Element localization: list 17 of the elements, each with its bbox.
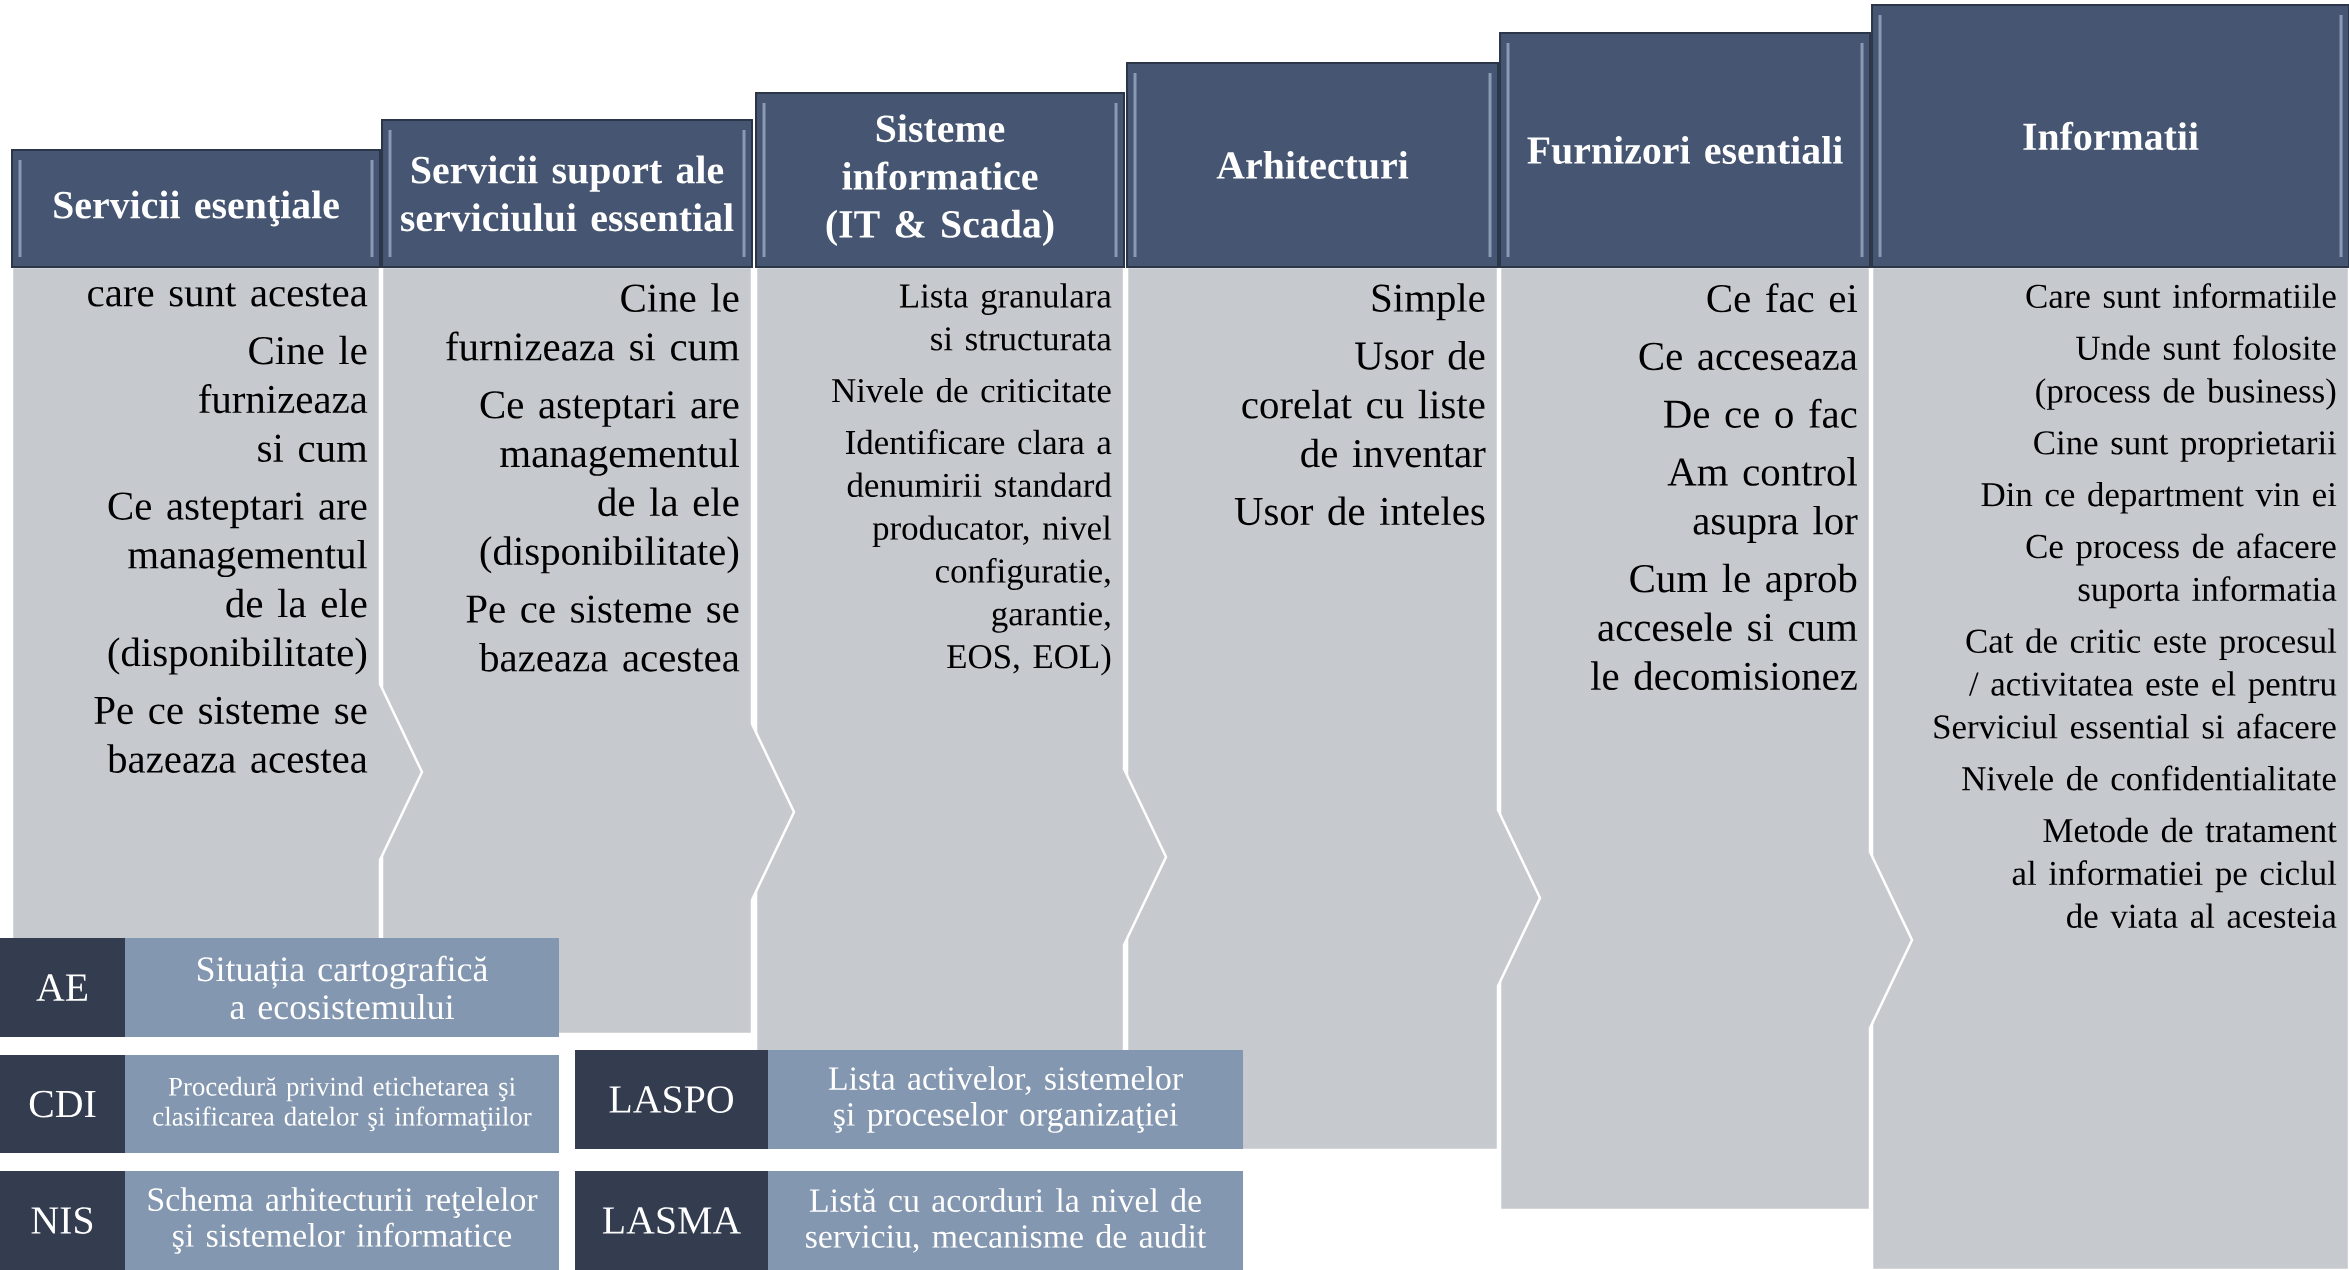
description-box: Lista activelor, sistemelor şi proceselor organizaţiei (768, 1050, 1243, 1149)
header-box: Arhitecturi (1126, 62, 1499, 268)
header-box: Informatii (1871, 4, 2349, 268)
header-box: Sisteme informatice (IT & Scada) (755, 92, 1125, 268)
header-box: Servicii suport ale serviciului essential (381, 119, 753, 268)
code-box: NIS (0, 1171, 125, 1270)
column-panel: Care sunt informatiile Unde sunt folosite (process de business) Cine sunt proprietarii Din ce department vin ei Ce process de afacere suporta informatia Cat de critic este procesul / activitatea este el pentru Serviciul essential si afacere Nivele de confidentialitate Metode de tratament al informatiei pe ciclul de viata al acesteia (1870, 265, 2349, 1270)
description-box: Schema arhitecturii reţelelor şi sistemelor informatice (125, 1171, 559, 1270)
header-box: Furnizori esentiali (1499, 32, 1871, 268)
description-box: Procedură privind etichetarea şi clasificarea datelor şi informaţiilor (125, 1055, 559, 1153)
header-box: Servicii esenţiale (11, 149, 381, 268)
code-box: LASPO (575, 1050, 768, 1149)
code-box: CDI (0, 1055, 125, 1153)
description-box: Situația cartografică a ecosistemului (125, 938, 559, 1037)
code-box: LASMA (575, 1171, 768, 1270)
description-box: Listă cu acorduri la nivel de serviciu, mecanisme de audit (768, 1171, 1243, 1270)
code-box: AE (0, 938, 125, 1037)
